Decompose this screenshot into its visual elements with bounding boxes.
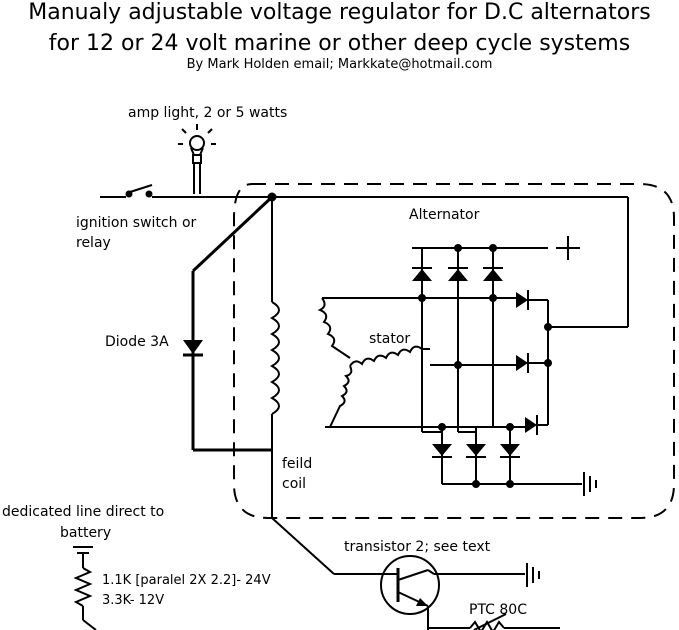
rectifier-diodes-bottom bbox=[422, 365, 582, 488]
field-coil-label-2: coil bbox=[282, 476, 307, 492]
diode-label: Diode 3A bbox=[105, 334, 169, 350]
positive-output-icon bbox=[412, 236, 580, 260]
ptc-label: PTC 80C bbox=[469, 602, 527, 618]
field-coil-icon bbox=[269, 301, 280, 415]
author-byline: By Mark Holden email; Markkate@hotmail.c… bbox=[186, 57, 493, 72]
diode-3a-icon bbox=[183, 340, 203, 357]
transistor-icon bbox=[380, 555, 525, 630]
title-line-2: for 12 or 24 volt marine or other deep c… bbox=[48, 31, 631, 56]
ptc-resistor-icon bbox=[428, 613, 560, 630]
resistor-label-2: 3.3K- 12V bbox=[102, 593, 165, 608]
ground-icon bbox=[583, 472, 597, 496]
ignition-label-2: relay bbox=[76, 235, 111, 251]
ignition-switch-icon bbox=[100, 184, 272, 198]
phase-lines bbox=[322, 294, 525, 432]
field-coil-label-1: feild bbox=[282, 456, 313, 472]
bulb-icon bbox=[178, 124, 216, 194]
diode-loop bbox=[191, 195, 274, 452]
stator-label: stator bbox=[369, 331, 411, 347]
stator-winding-icon bbox=[317, 297, 430, 428]
rectifier-diodes-right bbox=[516, 290, 552, 435]
dedicated-line-label-1: dedicated line direct to bbox=[2, 504, 165, 520]
title-line-1: Manualy adjustable voltage regulator for… bbox=[28, 0, 651, 25]
amp-light-label: amp light, 2 or 5 watts bbox=[128, 105, 288, 121]
alternator-label: Alternator bbox=[409, 207, 480, 223]
ignition-label-1: ignition switch or bbox=[76, 215, 197, 231]
alternator-boundary bbox=[233, 183, 675, 519]
battery-resistor-icon bbox=[73, 546, 97, 630]
resistor-label-1: 1.1K [paralel 2X 2.2]- 24V bbox=[102, 573, 271, 588]
ground-icon-2 bbox=[526, 563, 540, 587]
rectifier-diodes-top bbox=[412, 248, 503, 298]
dedicated-line-label-2: battery bbox=[60, 525, 112, 541]
transistor-label: transistor 2; see text bbox=[344, 539, 491, 555]
